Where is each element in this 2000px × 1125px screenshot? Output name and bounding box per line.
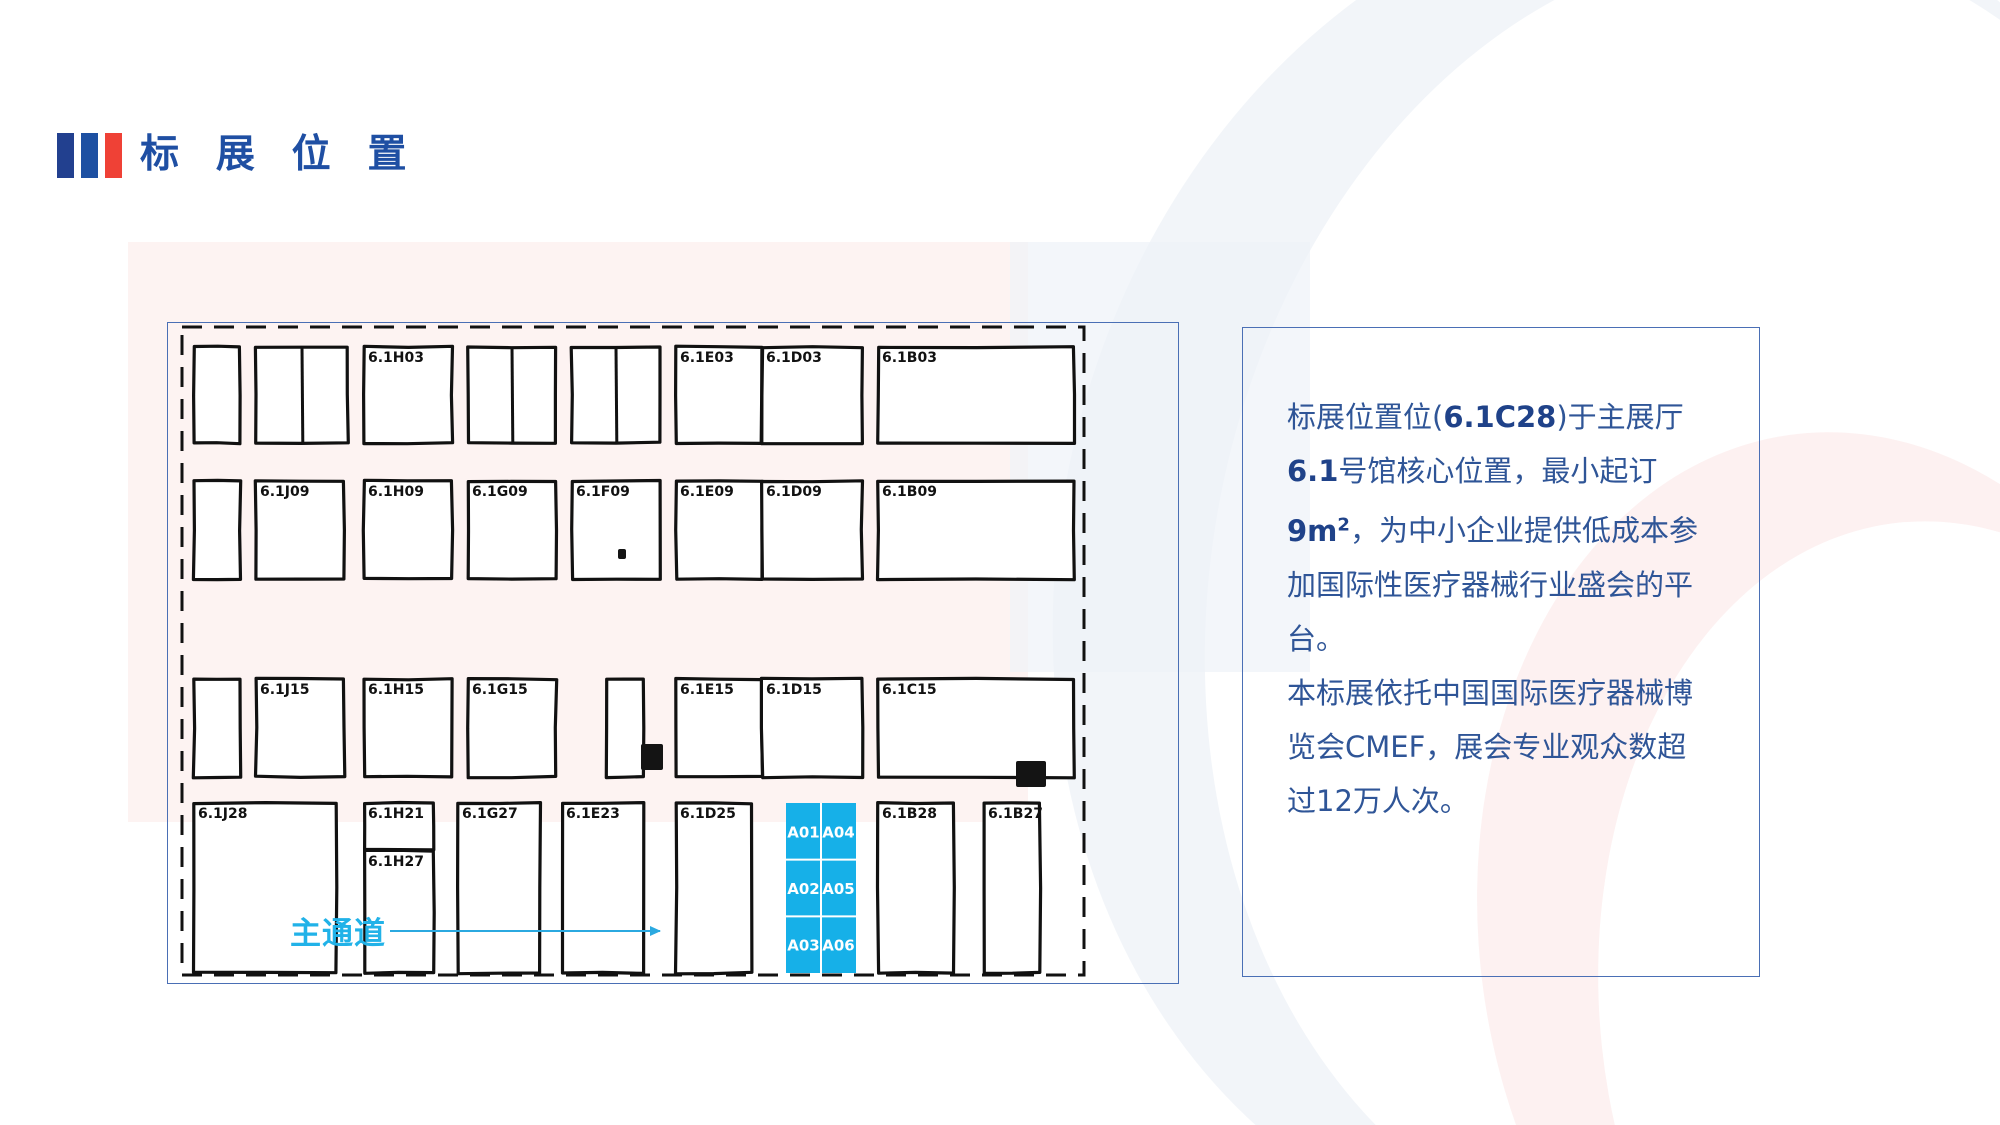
booth-label: 6.1J09: [260, 484, 310, 500]
title-bar-1-icon: [57, 133, 74, 178]
booth-label: 6.1H09: [368, 484, 424, 500]
row-1: 6.1H03 6.1E03 6.1D03 6.1B03: [194, 346, 1075, 444]
fixture-mark-3: [618, 549, 626, 559]
booth[interactable]: [194, 346, 241, 444]
booth-label: 6.1F09: [576, 484, 630, 500]
booth-label: 6.1D03: [766, 350, 822, 366]
page-title: 标 展 位 置: [140, 132, 420, 178]
booth-label: 6.1J15: [260, 682, 310, 698]
booth-divider: [302, 347, 303, 443]
booth-label: 6.1E03: [680, 350, 734, 366]
booth-label: 6.1D25: [680, 806, 736, 822]
booth[interactable]: [571, 347, 660, 443]
title-bar-3-icon: [105, 133, 122, 178]
booth-outline: [193, 679, 240, 778]
booth-6.1B09[interactable]: 6.1B09: [878, 481, 1075, 580]
highlight-booth-A01[interactable]: A01: [787, 823, 819, 841]
main-aisle-arrow-icon: [390, 930, 660, 932]
highlight-booth-A03[interactable]: A03: [787, 937, 819, 955]
booth-label: 6.1G15: [472, 682, 528, 698]
booth-outline: [984, 803, 1041, 974]
booth-divider: [512, 347, 513, 443]
booth-label: 6.1E15: [680, 682, 734, 698]
booth-outline: [676, 803, 752, 974]
booth-label: 6.1H03: [368, 350, 424, 366]
description-text: 标展位置位(6.1C28)于主展厅6.1号馆核心位置，最小起订9m2，为中小企业…: [1287, 390, 1715, 828]
booth-label: 6.1H27: [368, 854, 424, 870]
booth[interactable]: [255, 347, 348, 443]
booth-6.1D15[interactable]: 6.1D15: [761, 678, 862, 777]
fixture-mark-2: [1016, 761, 1046, 787]
booth-label: 6.1E23: [566, 806, 620, 822]
desc-part-a: 标展位置位(: [1287, 400, 1443, 434]
row-2: 6.1J09 6.1H09 6.1G09 6.1F09 6.1E09 6.1D09 6.1B…: [193, 480, 1074, 579]
booth-label: 6.1H15: [368, 682, 424, 698]
booth-divider: [616, 347, 617, 443]
booth-6.1B27[interactable]: 6.1B27: [984, 803, 1043, 974]
main-aisle-indicator: 主通道: [290, 908, 660, 953]
floor-plan-panel: 6.1H03 6.1E03 6.1D03 6.1B03 6.1J09 6.1H09 6.1G…: [167, 322, 1179, 984]
highlight-booth-A06[interactable]: A06: [822, 937, 854, 955]
booth-outline: [878, 803, 955, 974]
desc-part-b: )于主展厅: [1556, 400, 1683, 434]
booth-6.1J15[interactable]: 6.1J15: [256, 678, 345, 777]
title-bars-icon: [57, 133, 122, 178]
booth-6.1H21[interactable]: 6.1H21: [365, 803, 434, 850]
booth-6.1D25[interactable]: 6.1D25: [676, 803, 752, 974]
highlighted-booth-block[interactable]: A01A04A02A05A03A06: [786, 803, 856, 973]
booth-6.1F09[interactable]: 6.1F09: [572, 481, 661, 580]
booth-outline: [606, 679, 644, 778]
desc-min-area: 9m2: [1287, 514, 1350, 548]
booth-label: 6.1B03: [882, 350, 937, 366]
booth-6.1J09[interactable]: 6.1J09: [255, 481, 344, 579]
booth-6.1H03[interactable]: 6.1H03: [364, 346, 453, 443]
booth-label: 6.1G27: [462, 806, 518, 822]
booth-6.1D03[interactable]: 6.1D03: [762, 347, 863, 444]
floor-plan-svg: 6.1H03 6.1E03 6.1D03 6.1B03 6.1J09 6.1H09 6.1G…: [168, 323, 1178, 983]
row-3: 6.1J15 6.1H15 6.1G15 6.1E15 6.1D15 6.1C15: [193, 678, 1074, 778]
booth-6.1D09[interactable]: 6.1D09: [762, 481, 863, 580]
booth-6.1H15[interactable]: 6.1H15: [364, 679, 452, 777]
booth-label: 6.1D15: [766, 682, 822, 698]
page-header: 标 展 位 置: [0, 0, 2000, 200]
desc-min-area-value: 9m: [1287, 514, 1337, 548]
booth-label: 6.1B27: [988, 806, 1043, 822]
highlight-booth-A04[interactable]: A04: [822, 823, 854, 841]
booth-6.1E15[interactable]: 6.1E15: [676, 679, 763, 777]
highlight-booth-A02[interactable]: A02: [787, 880, 819, 898]
booth-6.1B28[interactable]: 6.1B28: [878, 803, 955, 974]
booth-label: 6.1H21: [368, 806, 424, 822]
title-bar-2-icon: [81, 133, 98, 178]
description-panel: 标展位置位(6.1C28)于主展厅6.1号馆核心位置，最小起订9m2，为中小企业…: [1242, 327, 1760, 977]
desc-paragraph-2: 本标展依托中国国际医疗器械博览会CMEF，展会专业观众数超过12万人次。: [1287, 676, 1693, 818]
booth-label: 6.1D09: [766, 484, 822, 500]
booth-6.1G15[interactable]: 6.1G15: [468, 679, 557, 778]
booth-outline: [194, 346, 241, 444]
booth-label: 6.1B28: [882, 806, 937, 822]
booth-label: 6.1G09: [472, 484, 528, 500]
booth[interactable]: [193, 480, 240, 579]
main-aisle-label: 主通道: [290, 908, 386, 953]
booth-label: 6.1J28: [198, 806, 248, 822]
desc-min-area-exponent: 2: [1337, 514, 1350, 535]
booth-outline: [193, 480, 240, 579]
booth-6.1G09[interactable]: 6.1G09: [468, 481, 556, 579]
booth-label: 6.1E09: [680, 484, 734, 500]
booth[interactable]: [606, 679, 644, 778]
desc-hall-number: 6.1: [1287, 454, 1338, 488]
booth-label: 6.1C15: [882, 682, 937, 698]
booth-6.1E09[interactable]: 6.1E09: [676, 481, 763, 580]
fixture-mark-1: [641, 744, 663, 770]
booth[interactable]: [193, 679, 240, 778]
booth-6.1E03[interactable]: 6.1E03: [676, 346, 762, 443]
booth-6.1H09[interactable]: 6.1H09: [363, 480, 452, 578]
booth[interactable]: [468, 347, 556, 443]
desc-part-c: 号馆核心位置，最小起订: [1338, 454, 1657, 488]
booth-6.1B03[interactable]: 6.1B03: [878, 347, 1075, 444]
booth-label: 6.1B09: [882, 484, 937, 500]
desc-booth-code: 6.1C28: [1443, 400, 1556, 434]
highlight-booth-A05[interactable]: A05: [822, 880, 854, 898]
